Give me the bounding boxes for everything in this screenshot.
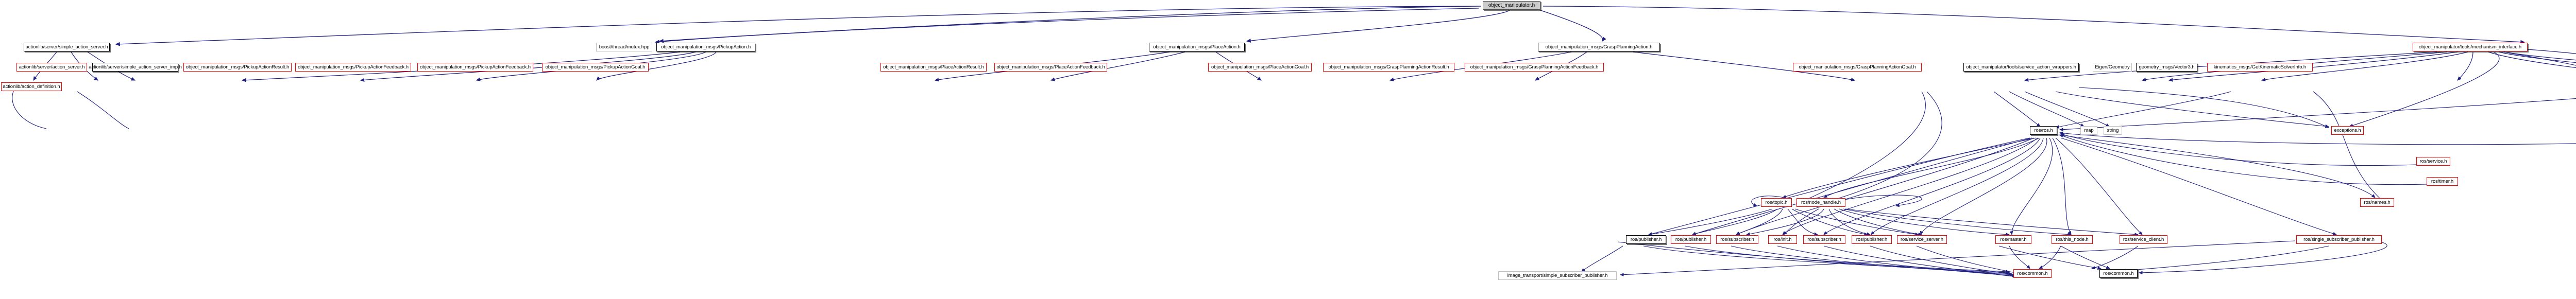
graph-node-grasp-planning-action-result[interactable]: object_manipulation_msgs/GraspPlanningAc… xyxy=(1323,63,1454,72)
graph-node-boost-mutex[interactable]: boost/thread/mutex.hpp xyxy=(596,43,652,51)
graph-node-exceptions[interactable]: exceptions.h xyxy=(2331,126,2364,135)
graph-node-ros-publisher-c[interactable]: ros/publisher.h xyxy=(1852,235,1892,244)
graph-node-ros-subscriber-b[interactable]: ros/subscriber.h xyxy=(1803,235,1845,244)
graph-node-mechanism-interface[interactable]: object_manipulator/tools/mechanism_inter… xyxy=(2413,43,2528,51)
graph-node-eigen-geometry[interactable]: Eigen/Geometry xyxy=(2093,63,2132,72)
edge-group-to-common xyxy=(1617,241,2387,278)
graph-node-grasp-planning-action-goal[interactable]: object_manipulation_msgs/GraspPlanningAc… xyxy=(1793,63,1922,72)
graph-node-actionlib-action-server[interactable]: actionlib/server/action_server.h xyxy=(16,63,87,72)
graph-node-pickup-action-result[interactable]: object_manipulation_msgs/PickupActionRes… xyxy=(183,63,292,72)
graph-node-ros-service[interactable]: ros/service.h xyxy=(2416,157,2450,166)
graph-node-ros-master[interactable]: ros/master.h xyxy=(1995,235,2031,244)
graph-node-pickup-action-feedback-b[interactable]: object_manipulation_msgs/PickupActionFee… xyxy=(417,63,533,72)
edge-group-mechanism-interface xyxy=(2024,49,2576,128)
graph-node-ros-names[interactable]: ros/names.h xyxy=(2360,198,2394,207)
edge-group-topic-nodehandle xyxy=(1648,195,2139,236)
edge-group-service-wrappers xyxy=(1993,87,2330,128)
graph-node-place-action[interactable]: object_manipulation_msgs/PlaceAction.h xyxy=(1149,43,1245,51)
edge-group-misc-to-ros xyxy=(2055,91,2576,185)
edge-group-root xyxy=(115,6,2526,46)
graph-node-place-action-goal[interactable]: object_manipulation_msgs/PlaceActionGoal… xyxy=(1208,63,1312,72)
graph-node-simple-action-server-imp[interactable]: actionlib/server/simple_action_server_im… xyxy=(89,63,182,72)
graph-node-root[interactable]: object_manipulator.h xyxy=(1483,1,1540,10)
graph-node-ros-init[interactable]: ros/init.h xyxy=(1768,235,1797,244)
graph-node-ros-publisher-b[interactable]: ros/publisher.h xyxy=(1671,235,1711,244)
edge-group-curves xyxy=(12,87,2381,200)
graph-node-ros-ros[interactable]: ros/ros.h xyxy=(2030,126,2057,135)
graph-node-place-action-result[interactable]: object_manipulation_msgs/PlaceActionResu… xyxy=(880,63,987,72)
graph-node-actionlib-action-definition[interactable]: actionlib/action_definition.h xyxy=(1,82,62,91)
graph-node-ros-subscriber-a[interactable]: ros/subscriber.h xyxy=(1716,235,1758,244)
graph-node-kinematics-msgs-solverinfo[interactable]: kinematics_msgs/GetKinematicSolverInfo.h xyxy=(2207,63,2313,72)
graph-node-ros-timer[interactable]: ros/timer.h xyxy=(2427,177,2458,186)
graph-node-pickup-action[interactable]: object_manipulation_msgs/PickupAction.h xyxy=(656,43,755,51)
graph-node-std-string[interactable]: string xyxy=(2104,126,2122,135)
graph-node-ros-this-node[interactable]: ros/this_node.h xyxy=(2052,235,2093,244)
edge-group-grasp-planning-action xyxy=(1389,51,1856,82)
graph-node-std-map[interactable]: map xyxy=(2080,126,2097,135)
graph-node-pickup-action-goal[interactable]: object_manipulation_msgs/PickupActionGoa… xyxy=(542,63,649,72)
graph-node-actionlib-simple-action-server[interactable]: actionlib/server/simple_action_server.h xyxy=(24,43,110,51)
graph-node-geometry-msgs-vector3[interactable]: geometry_msgs/Vector3.h xyxy=(2136,63,2197,72)
graph-node-ros-service-client[interactable]: ros/service_client.h xyxy=(2120,235,2167,244)
graph-node-ros-node-handle[interactable]: ros/node_handle.h xyxy=(1797,198,1845,207)
graph-node-ros-service-server[interactable]: ros/service_server.h xyxy=(1897,235,1947,244)
graph-node-grasp-planning-action[interactable]: object_manipulation_msgs/GraspPlanningAc… xyxy=(1538,43,1660,51)
graph-node-service-action-wrappers[interactable]: object_manipulator/tools/service_action_… xyxy=(1963,63,2079,72)
graph-node-ros-common-b[interactable]: ros/common.h xyxy=(2099,269,2138,278)
graph-node-pickup-action-feedback-a[interactable]: object_manipulation_msgs/PickupActionFee… xyxy=(295,63,411,72)
edge-group-image-transport xyxy=(1581,240,2296,276)
edge-group-ros-ros-children xyxy=(1648,134,2376,236)
graph-node-ros-publisher-a[interactable]: ros/publisher.h xyxy=(1626,235,1666,244)
graph-node-place-action-feedback[interactable]: object_manipulation_msgs/PlaceActionFeed… xyxy=(994,63,1107,72)
graph-node-image-transport-simple-subscriber-publisher[interactable]: image_transport/simple_subscriber_publis… xyxy=(1498,271,1617,280)
graph-node-ros-single-subscriber-publisher[interactable]: ros/single_subscriber_publisher.h xyxy=(2296,235,2382,244)
graph-node-ros-topic[interactable]: ros/topic.h xyxy=(1761,198,1792,207)
graph-node-grasp-planning-action-feedback[interactable]: object_manipulation_msgs/GraspPlanningAc… xyxy=(1465,63,1604,72)
graph-node-ros-common-a[interactable]: ros/common.h xyxy=(2013,269,2052,278)
